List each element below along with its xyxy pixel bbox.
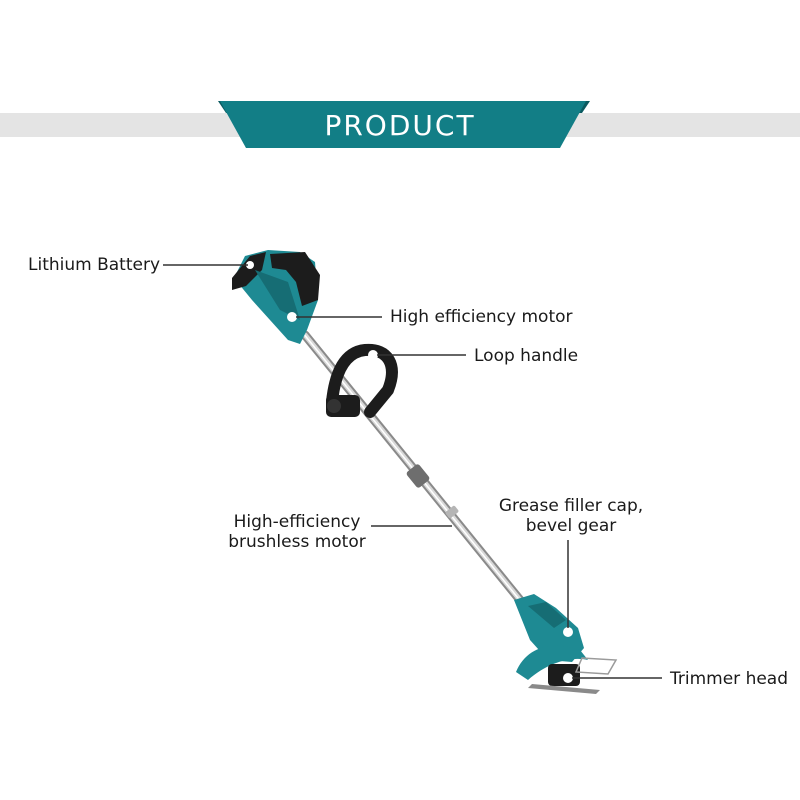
product-banner [218,101,590,148]
callout-grease-filler-cap-line2: bevel gear [525,516,617,536]
callout-brushless-motor: High-efficiency brushless motor [222,512,372,552]
callout-brushless-motor-line1: High-efficiency [233,512,361,532]
callout-high-efficiency-motor: High efficiency motor [390,307,573,327]
callout-brushless-motor-line2: brushless motor [228,532,366,552]
callout-grease-filler-cap: Grease filler cap, bevel gear [486,496,656,536]
callout-trimmer-head: Trimmer head [670,669,789,689]
banner-title: PRODUCT [324,109,476,142]
callout-loop-handle: Loop handle [474,346,579,366]
callout-lithium-battery: Lithium Battery [28,255,161,275]
callout-grease-filler-cap-line1: Grease filler cap, [498,496,644,516]
